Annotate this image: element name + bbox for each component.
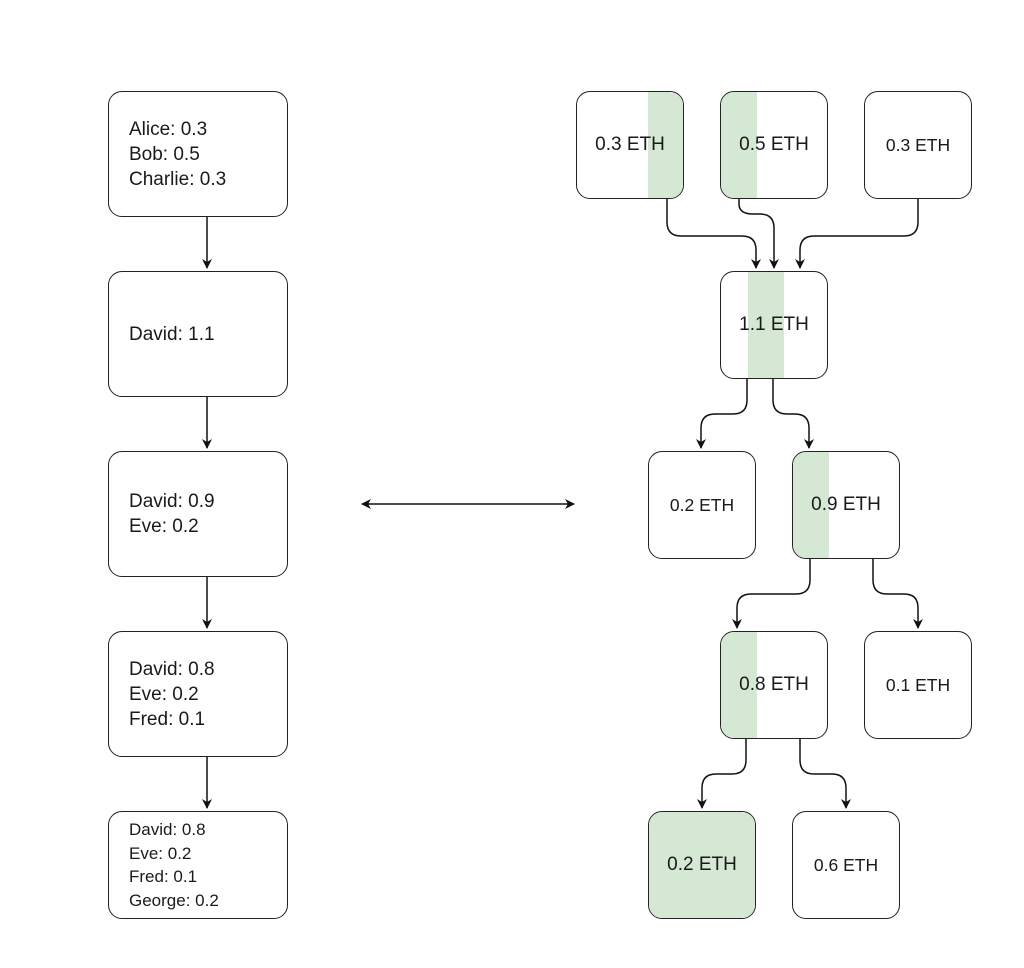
coin-label: 1.1 ETH: [739, 314, 809, 335]
spent-highlight: [721, 92, 757, 198]
spent-highlight: [748, 272, 784, 378]
connector-in-c-merge: [795, 199, 919, 269]
state-line: Fred: 0.1: [129, 708, 206, 730]
state-box-1: Alice: 0.3 Bob: 0.5 Charlie: 0.3: [108, 91, 288, 217]
state-box-3: David: 0.9 Eve: 0.2: [108, 451, 288, 577]
state-line: David: 0.8: [129, 820, 206, 839]
state-box-4: David: 0.8 Eve: 0.2 Fred: 0.1: [108, 631, 288, 757]
state-line: David: 0.9: [129, 491, 215, 512]
spent-highlight: [721, 632, 757, 738]
utxo-coin: 0.8 ETH: [720, 631, 828, 739]
coin-label: 0.9 ETH: [811, 494, 881, 515]
state-box-2: David: 1.1: [108, 271, 288, 397]
coin-label: 0.1 ETH: [885, 674, 951, 695]
utxo-coin: 0.1 ETH: [864, 631, 972, 739]
spent-highlight: [648, 92, 683, 198]
connector-split1-split2-b: [872, 559, 923, 629]
connector-merge-split1-b: [772, 379, 814, 449]
coin-label: 0.3 ETH: [595, 134, 665, 155]
utxo-coin: 0.6 ETH: [792, 811, 900, 919]
coin-label: 0.2 ETH: [667, 854, 737, 875]
connector-split2-split3-b: [799, 739, 851, 809]
spent-highlight: [649, 812, 755, 918]
state-line: George: 0.2: [129, 890, 219, 910]
coin-label: 0.5 ETH: [739, 134, 809, 155]
spent-highlight: [793, 452, 829, 558]
coin-label: 0.3 ETH: [885, 134, 951, 155]
utxo-coin: 1.1 ETH: [720, 271, 828, 379]
connector-split2-split3-a: [697, 739, 747, 809]
connector-in-b-merge: [738, 199, 779, 269]
state-line: Eve: 0.2: [129, 683, 199, 705]
state-box-5: David: 0.8 Eve: 0.2 Fred: 0.1 George: 0.…: [108, 811, 288, 919]
coin-label: 0.2 ETH: [669, 494, 735, 515]
utxo-coin: 0.3 ETH: [864, 91, 972, 199]
connector-merge-split1-a: [696, 379, 748, 449]
state-line: Bob: 0.5: [129, 143, 200, 165]
coin-label: 0.8 ETH: [739, 674, 809, 695]
utxo-coin: 0.2 ETH: [648, 811, 756, 919]
state-line: Fred: 0.1: [129, 867, 198, 886]
state-line: Charlie: 0.3: [129, 168, 227, 190]
utxo-coin: 0.9 ETH: [792, 451, 900, 559]
state-line: Eve: 0.2: [129, 516, 199, 537]
connector-split1-split2-a: [732, 559, 811, 629]
state-line: David: 0.8: [129, 658, 215, 680]
state-line: David: 1.1: [129, 323, 215, 345]
connector-in-a-merge: [666, 199, 761, 269]
state-line: Alice: 0.3: [129, 118, 208, 140]
state-line: Eve: 0.2: [129, 843, 192, 863]
utxo-coin: 0.5 ETH: [720, 91, 828, 199]
utxo-coin: 0.2 ETH: [648, 451, 756, 559]
coin-label: 0.6 ETH: [813, 854, 879, 875]
utxo-coin: 0.3 ETH: [576, 91, 684, 199]
